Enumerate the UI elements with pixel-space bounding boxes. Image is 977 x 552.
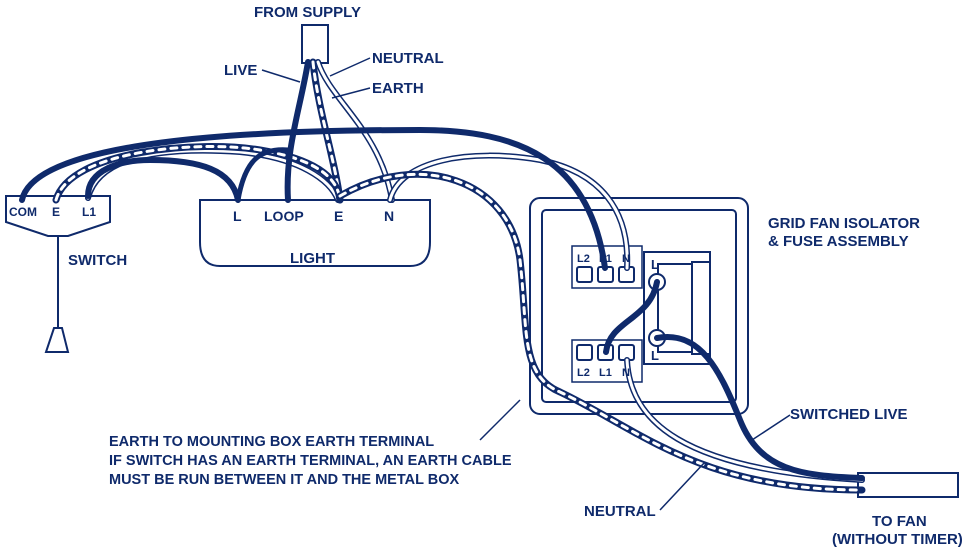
switch-label: SWITCH [68, 252, 127, 269]
earth-switch [52, 143, 344, 204]
isolator-label-line2: & FUSE ASSEMBLY [768, 233, 909, 250]
isolator-switch-rocker [691, 261, 711, 355]
iso-bottom-l1: L1 [599, 367, 612, 379]
switched-live-label: SWITCHED LIVE [790, 406, 908, 423]
live-label: LIVE [224, 62, 257, 79]
earth-note-line2: IF SWITCH HAS AN EARTH TERMINAL, AN EART… [109, 453, 512, 469]
live-com-to-isolator [19, 126, 608, 271]
light-terminal-n: N [384, 208, 394, 224]
terminal-screw-bottom-l2 [576, 344, 593, 361]
light-label: LIGHT [290, 250, 335, 267]
iso-l-top: L [651, 257, 659, 272]
to-fan-line1: TO FAN [872, 513, 927, 530]
switched-live-to-fan [654, 333, 865, 481]
switch-terminal-l1: L1 [82, 205, 96, 219]
live-l1-to-l [85, 156, 241, 203]
fuse-link [603, 279, 660, 355]
switch-terminal-com: COM [9, 205, 37, 219]
fan-connector [857, 472, 959, 498]
switch-terminal-e: E [52, 205, 60, 219]
iso-bottom-l2: L2 [577, 367, 590, 379]
live-wires [19, 59, 865, 481]
iso-top-n: N [622, 253, 630, 265]
neutral-top-label: NEUTRAL [372, 50, 444, 67]
light-body [199, 199, 431, 267]
iso-l-bottom: L [651, 348, 659, 363]
light-terminal-l: L [233, 208, 242, 224]
iso-top-l2: L2 [577, 253, 590, 265]
earth-top-label: EARTH [372, 80, 424, 97]
live-loop-to-l [235, 147, 291, 203]
iso-bottom-n: N [622, 367, 630, 379]
switch-body [5, 195, 111, 237]
light-terminal-e: E [334, 208, 343, 224]
light-terminal-loop: LOOP [264, 208, 304, 224]
leader-lines [261, 57, 791, 511]
isolator-label-line1: GRID FAN ISOLATOR [768, 215, 920, 232]
iso-top-l1: L1 [599, 253, 612, 265]
earth-note-line3: MUST BE RUN BETWEEN IT AND THE METAL BOX [109, 472, 459, 488]
supply-connector [301, 24, 329, 64]
earth-note-line1: EARTH TO MOUNTING BOX EARTH TERMINAL [109, 434, 434, 450]
terminal-screw-top-l2 [576, 266, 593, 283]
from-supply-label: FROM SUPPLY [254, 4, 361, 21]
switch-pull-handle [44, 327, 70, 353]
to-fan-line2: (WITHOUT TIMER) [832, 531, 963, 548]
neutral-bottom-label: NEUTRAL [584, 503, 656, 520]
